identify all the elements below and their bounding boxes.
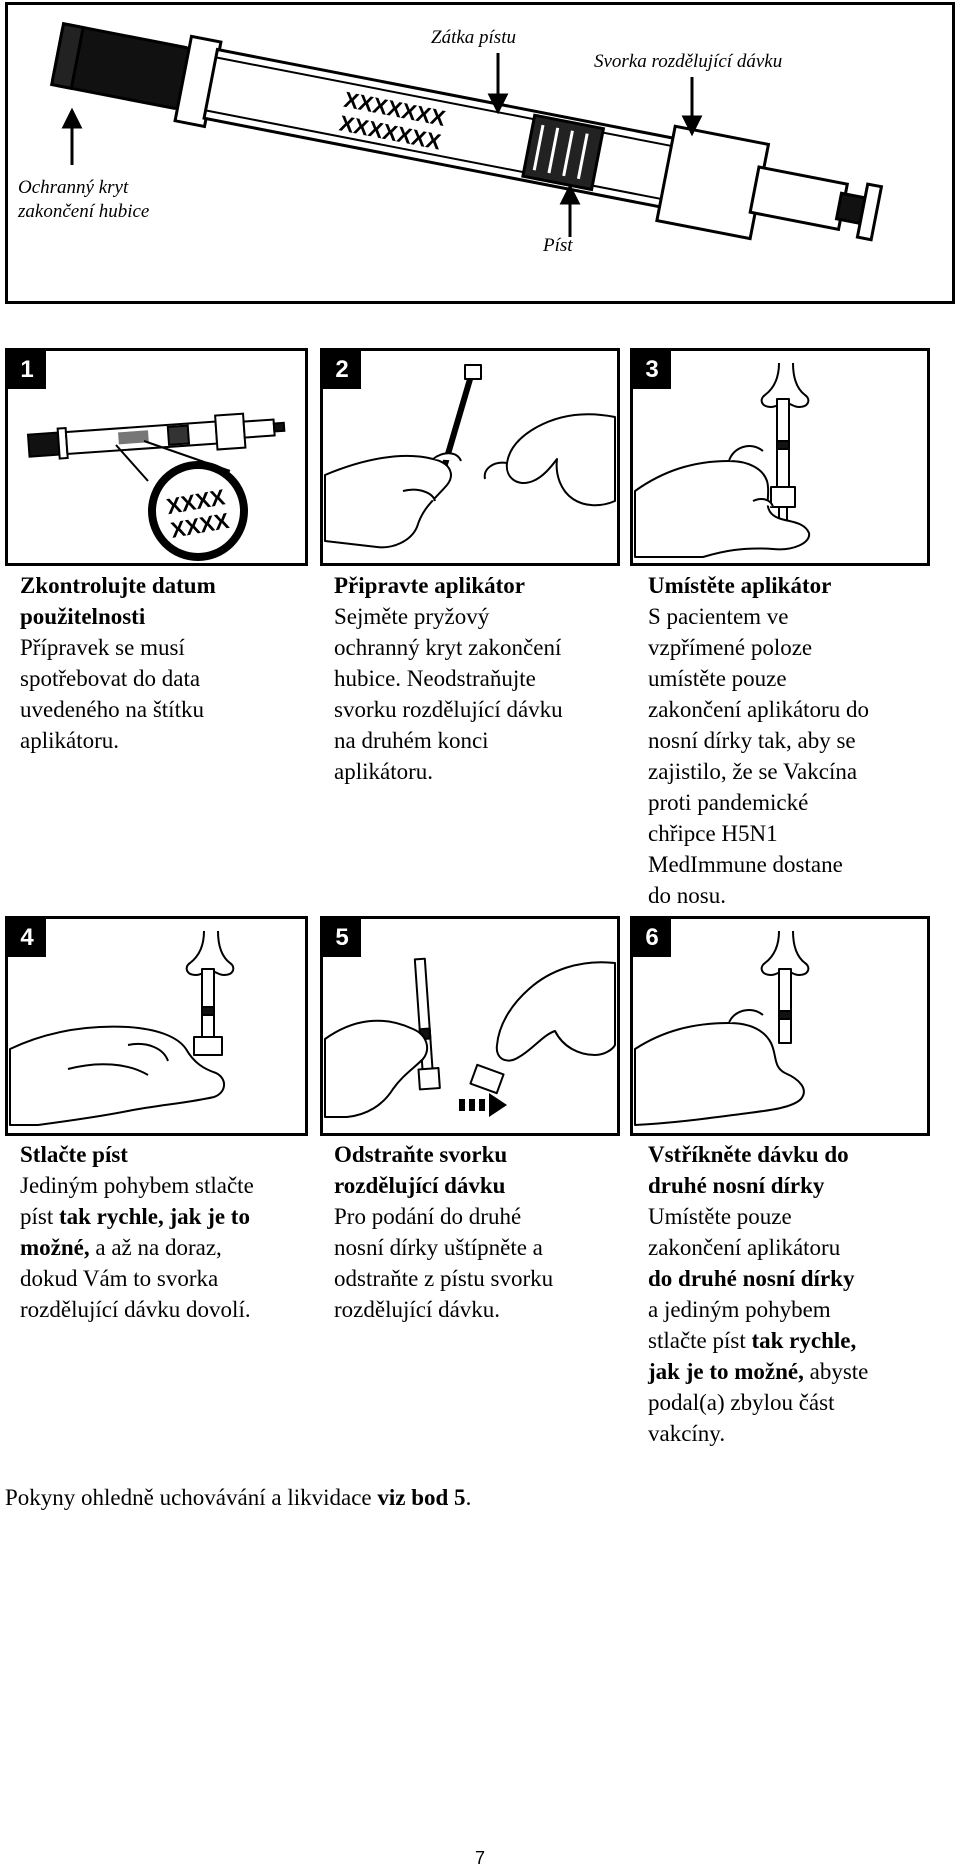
step-6-body-2: zakončení aplikátoru [648, 1235, 841, 1260]
callout-dose-divider-clip: Svorka rozdělující dávku [594, 51, 783, 72]
step-5-text: Odstraňte svorku rozdělující dávku Pro p… [334, 1139, 634, 1325]
step-3-text: Umístěte aplikátor S pacientem ve vzpřím… [648, 570, 948, 911]
step-6-illustration [634, 930, 810, 1126]
step-4-text: Stlačte píst Jediným pohybem stlačte pís… [20, 1139, 320, 1325]
step-2-body-4: svorku rozdělující dávku [334, 697, 563, 722]
step-1-body-2: spotřebovat do data [20, 666, 201, 691]
step-3-body-1: S pacientem ve [648, 604, 789, 629]
step-2-panel: 2 [320, 348, 620, 566]
step-3-body-4: zakončení aplikátoru do [648, 697, 869, 722]
step-2-title: Připravte aplikátor [334, 573, 525, 598]
step-2-text: Připravte aplikátor Sejměte pryžový ochr… [334, 570, 634, 787]
step-1-text: Zkontrolujte datum použitelnosti Příprav… [20, 570, 310, 756]
step-5-body-4: rozdělující dávku. [334, 1297, 501, 1322]
step-6-body-5b: tak rychle, [751, 1328, 857, 1353]
step-2-body-3: hubice. Neodstraňujte [334, 666, 536, 691]
step-1-body-3: uvedeného na štítku [20, 697, 204, 722]
step-number: 3 [633, 351, 671, 389]
step-4-panel: 4 [5, 916, 308, 1136]
step-3-body-10: do nosu. [648, 883, 726, 908]
step-6-body-8: vakcíny. [648, 1421, 726, 1446]
step-3-body-3: umístěte pouze [648, 666, 787, 691]
step-5-title-line2: rozdělující dávku [334, 1173, 506, 1198]
storage-note-reference: viz bod 5 [377, 1485, 466, 1510]
step-6-body-6: jak je to možné, abyste [648, 1356, 948, 1387]
step-6-panel: 6 [630, 916, 930, 1136]
step-2-body-5: na druhém konci [334, 728, 489, 753]
step-5-body-1: Pro podání do druhé [334, 1204, 522, 1229]
step-4-body-2: píst tak rychle, jak je to [20, 1201, 320, 1232]
step-6-body-5: stlačte píst tak rychle, [648, 1325, 948, 1356]
callout-plunger-stopper: Zátka pístu [431, 27, 516, 48]
step-3-panel: 3 [630, 348, 930, 566]
step-6-body-7: podal(a) zbylou část [648, 1390, 835, 1415]
step-6-body-3: do druhé nosní dírky [648, 1266, 855, 1291]
step-6-title-line1: Vstříkněte dávku do [648, 1142, 849, 1167]
step-5-body-3: odstraňte z pístu svorku [334, 1266, 554, 1291]
step-2-body-1: Sejměte pryžový [334, 604, 490, 629]
step-4-body-2b: tak rychle, jak je to [58, 1204, 250, 1229]
step-1-body-1: Přípravek se musí [20, 635, 185, 660]
step-3-body-8: chřipce H5N1 [648, 821, 778, 846]
step-1-title-line1: Zkontrolujte datum [20, 573, 216, 598]
page-number: 7 [474, 1848, 485, 1868]
step-4-body-3: možné, a až na doraz, [20, 1232, 320, 1263]
step-number: 4 [8, 919, 46, 957]
step-5-panel: 5 [320, 916, 620, 1136]
step-4-body-2a: píst [20, 1204, 59, 1229]
step-2-body-2: ochranný kryt zakončení [334, 635, 562, 660]
step-3-body-5: nosní dírky tak, aby se [648, 728, 856, 753]
step-2-illustration [324, 364, 616, 549]
step-3-body-9: MedImmune dostane [648, 852, 843, 877]
step-5-illustration [324, 957, 616, 1118]
step-3-illustration [634, 362, 811, 558]
step-6-title-line2: druhé nosní dírky [648, 1173, 825, 1198]
step-5-title-line1: Odstraňte svorku [334, 1142, 508, 1167]
step-1-panel: XXXX XXXX 1 [5, 348, 308, 566]
step-1-body-4: aplikátoru. [20, 728, 119, 753]
step-3-body-2: vzpřímené poloze [648, 635, 813, 660]
step-1-title-line2: použitelnosti [20, 604, 146, 629]
step-number: 2 [323, 351, 361, 389]
callout-tip-protector-line2: zakončení hubice [18, 201, 150, 222]
step-5-body-2: nosní dírky uštípněte a [334, 1235, 543, 1260]
step-6-body-6b: abyste [803, 1359, 869, 1384]
step-3-body-7: proti pandemické [648, 790, 809, 815]
step-2-body-6: aplikátoru. [334, 759, 433, 784]
storage-note-period: . [465, 1485, 472, 1510]
step-number: 1 [8, 351, 46, 389]
step-number: 6 [633, 919, 671, 957]
storage-note: Pokyny ohledně uchovávání a likvidace vi… [5, 1482, 471, 1513]
callout-plunger: Píst [543, 235, 573, 256]
step-3-body-6: zajistilo, že se Vakcína [648, 759, 858, 784]
step-4-title: Stlačte píst [20, 1142, 128, 1167]
step-4-body-3b: a až na doraz, [89, 1235, 222, 1260]
step-4-illustration [9, 930, 235, 1126]
step-4-body-4: dokud Vám to svorka [20, 1266, 219, 1291]
step-4-body-3a: možné, [20, 1235, 90, 1260]
step-number: 5 [323, 919, 361, 957]
step-6-body-5a: stlačte píst [648, 1328, 752, 1353]
step-4-body-5: rozdělující dávku dovolí. [20, 1297, 251, 1322]
sprayer-diagram: XXXXXXX XXXXXXX Zátka pístu Svorka rozdě… [5, 2, 955, 304]
step-1-illustration: XXXX XXXX [26, 412, 286, 561]
step-6-body-6a: jak je to možné, [648, 1359, 804, 1384]
magnifier-circle [148, 461, 248, 561]
sprayer-illustration: XXXXXXX XXXXXXX [49, 21, 884, 242]
step-4-body-1: Jediným pohybem stlačte [20, 1173, 254, 1198]
step-6-body-4: a jediným pohybem [648, 1297, 831, 1322]
storage-note-text: Pokyny ohledně uchovávání a likvidace [5, 1485, 378, 1510]
step-3-title: Umístěte aplikátor [648, 573, 832, 598]
callout-tip-protector-line1: Ochranný kryt [18, 177, 129, 198]
step-6-body-1: Umístěte pouze [648, 1204, 792, 1229]
step-6-text: Vstříkněte dávku do druhé nosní dírky Um… [648, 1139, 948, 1449]
